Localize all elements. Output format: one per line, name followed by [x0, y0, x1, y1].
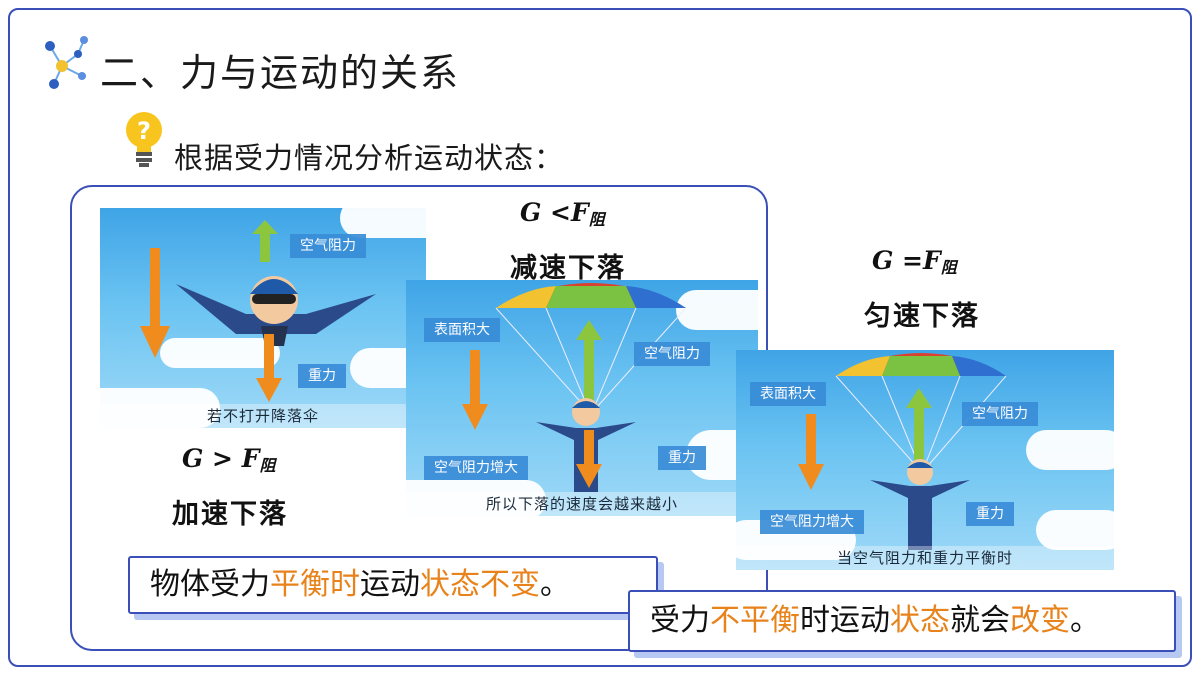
- skydiver-icon: [870, 459, 970, 550]
- surface-area-label: 表面积大: [424, 318, 500, 342]
- formula-acceleration: G > F阻: [182, 444, 276, 475]
- motion-acceleration: 加速下落: [172, 499, 288, 530]
- panel-caption: 若不打开降落伞: [100, 404, 426, 428]
- down-arrow-icon: [576, 430, 602, 488]
- down-arrow-icon: [462, 350, 488, 430]
- air-resistance-label: 空气阻力: [962, 402, 1038, 426]
- subtitle: 根据受力情况分析运动状态：: [174, 141, 565, 175]
- up-arrow-icon: [576, 320, 602, 400]
- resistance-increase-label: 空气阻力增大: [424, 456, 528, 480]
- air-resistance-label: 空气阻力: [290, 234, 366, 258]
- page-title: 二、力与运动的关系: [100, 51, 461, 95]
- air-resistance-label: 空气阻力: [634, 342, 710, 366]
- formula-uniform: G =F阻: [872, 246, 957, 277]
- gravity-label: 重力: [298, 364, 346, 388]
- down-arrow-icon: [798, 414, 824, 490]
- lightbulb-question-icon: ?: [126, 112, 162, 167]
- summary-balanced: 物体受力平衡时运动状态不变。: [128, 556, 658, 614]
- down-arrow-icon: [140, 248, 170, 358]
- parachutist-icon: [835, 353, 1007, 469]
- summary-unbalanced: 受力不平衡时运动状态就会改变。: [628, 590, 1176, 652]
- resistance-increase-label: 空气阻力增大: [760, 510, 864, 534]
- up-arrow-icon: [906, 388, 932, 462]
- up-arrow-icon: [252, 220, 278, 262]
- skydiver-image-panel: 空气阻力 重力 若不打开降落伞: [100, 208, 426, 428]
- motion-deceleration: 减速下落: [510, 253, 626, 284]
- down-arrow-icon: [256, 334, 282, 402]
- parachute-balance-image-panel: 表面积大 空气阻力 空气阻力增大 重力 当空气阻力和重力平衡时: [736, 350, 1114, 570]
- skydiver-icon: [176, 276, 376, 346]
- parachute-image-panel: 表面积大 空气阻力 空气阻力增大 重力 所以下落的速度会越来越小: [406, 280, 758, 516]
- formula-deceleration: G <F阻: [520, 198, 605, 229]
- motion-uniform: 匀速下落: [864, 301, 980, 332]
- panel-caption: 当空气阻力和重力平衡时: [736, 546, 1114, 570]
- surface-area-label: 表面积大: [750, 382, 826, 406]
- gravity-label: 重力: [966, 502, 1014, 526]
- svg-text:?: ?: [137, 117, 151, 145]
- panel-caption: 所以下落的速度会越来越小: [406, 492, 758, 516]
- gravity-label: 重力: [658, 446, 706, 470]
- molecule-logo-icon: [45, 36, 88, 89]
